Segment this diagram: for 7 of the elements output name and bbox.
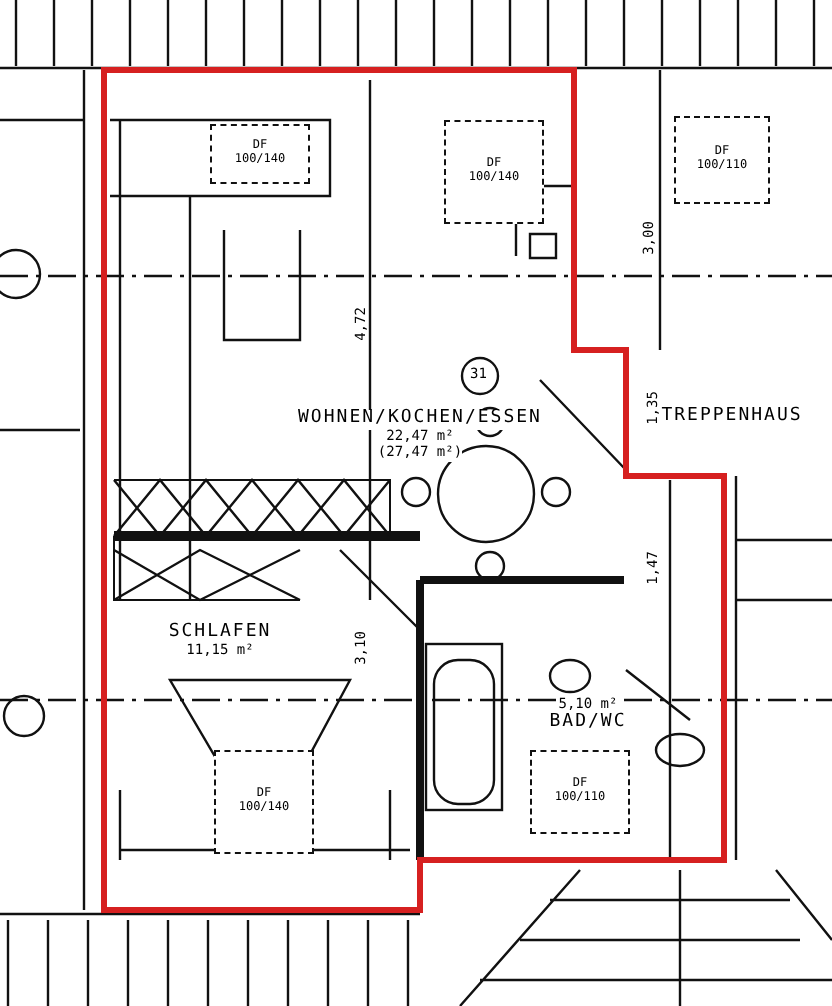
skylight-window xyxy=(674,116,770,204)
room-name: WOHNEN/KOCHEN/ESSEN xyxy=(298,410,542,431)
skylight-window xyxy=(530,750,630,834)
skylight-window xyxy=(444,120,544,224)
skylight-window xyxy=(214,750,314,854)
room-name: BAD/WC xyxy=(549,713,627,734)
skylight-window xyxy=(210,124,310,184)
